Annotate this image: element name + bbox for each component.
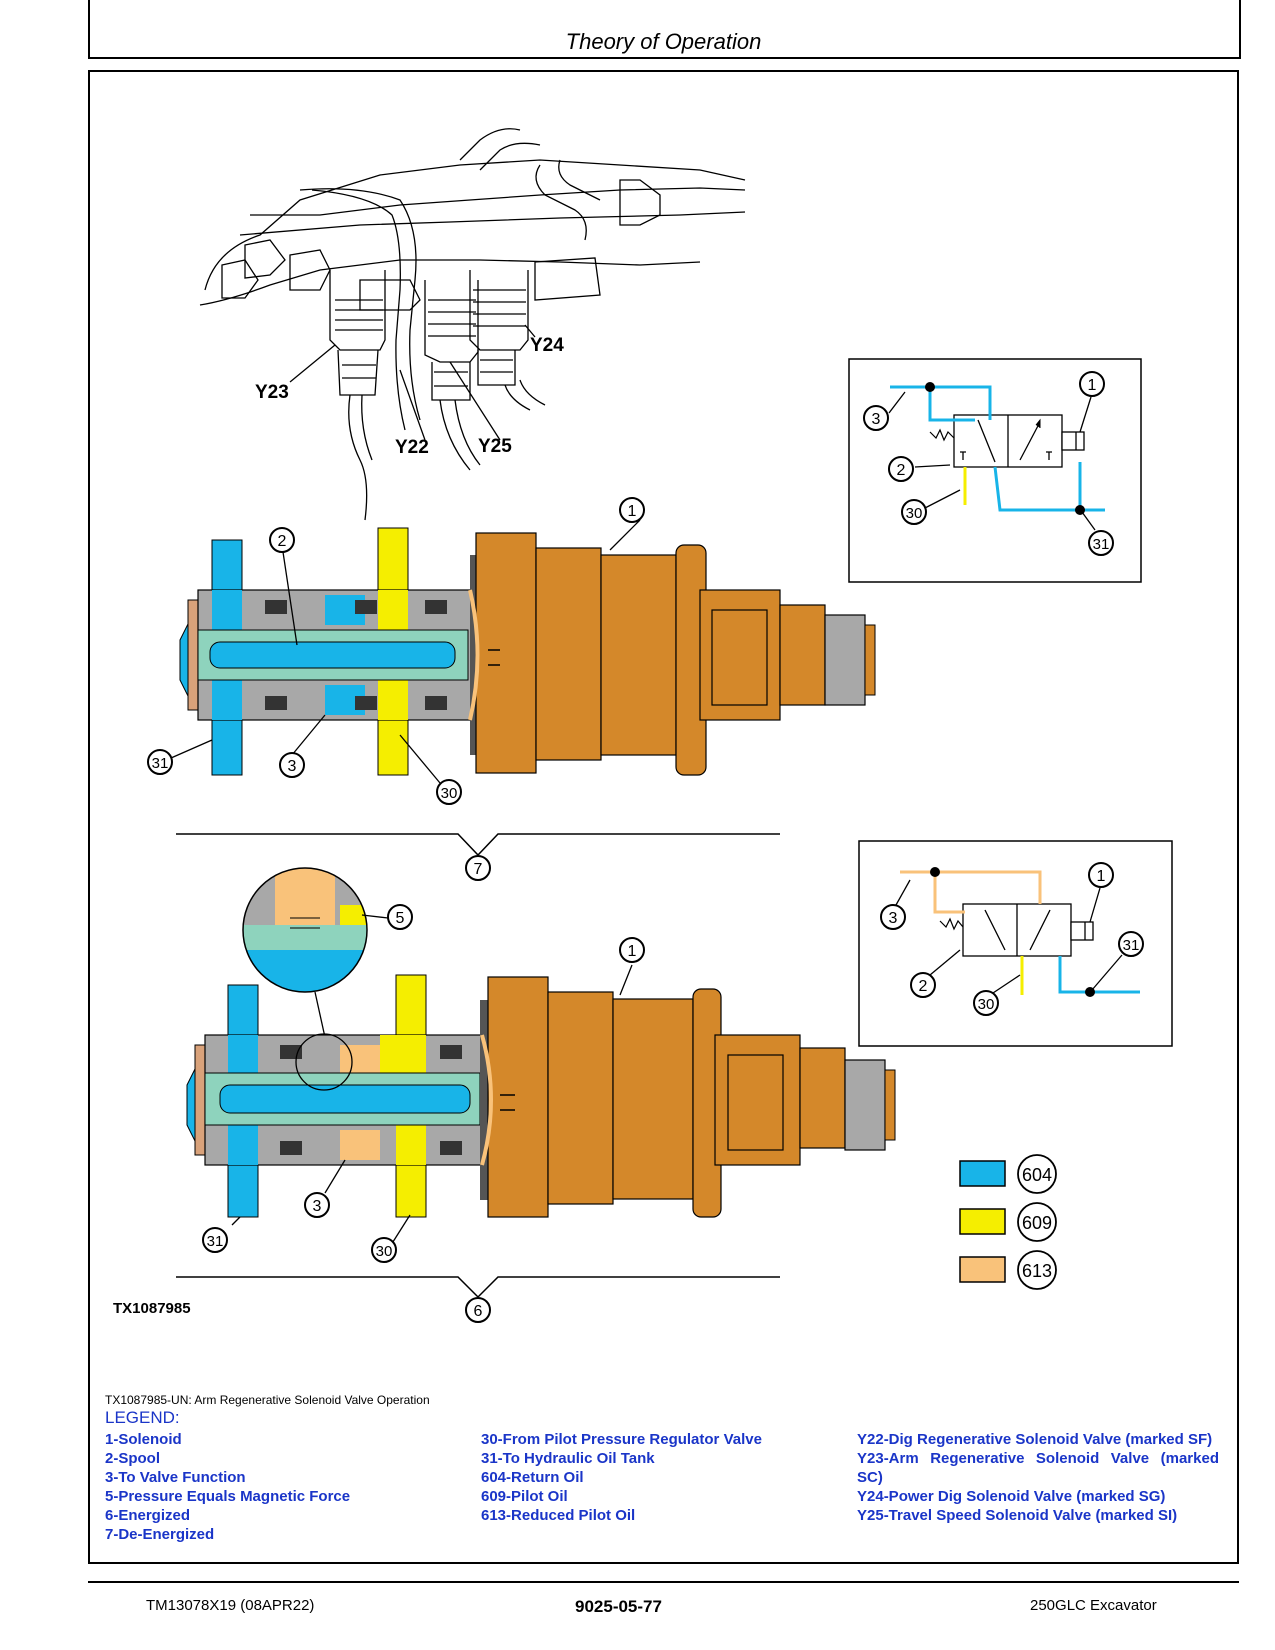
figure-caption: TX1087985-UN: Arm Regenerative Solenoid … [105,1393,430,1407]
header-frame [88,0,1241,59]
c2-callout-3: 3 [313,1198,322,1215]
s2-callout-30: 30 [978,996,995,1013]
legend-item: 2-Spool [105,1450,160,1467]
c1-callout-31: 31 [152,755,169,772]
s2-callout-3: 3 [889,910,898,927]
legend-item: 30-From Pilot Pressure Regulator Valve [481,1431,762,1448]
s2-callout-2: 2 [919,978,928,995]
legend-item: Y25-Travel Speed Solenoid Valve (marked … [857,1507,1178,1524]
legend-column-1: 1-Solenoid 2-Spool 3-To Valve Function 5… [105,1430,350,1544]
cutaway-energized [186,974,896,1218]
footer-rule [88,1581,1239,1583]
c1-callout-2: 2 [278,533,287,550]
footer-doc-id: TM13078X19 (08APR22) [146,1597,315,1614]
legend-item: Y22-Dig Regenerative Solenoid Valve (mar… [857,1431,1213,1448]
manifold-line-drawing [199,128,746,521]
legend-item: 604-Return Oil [481,1469,584,1486]
callout-5-detail: 5 [396,910,405,927]
legend-item: 609-Pilot Oil [481,1488,568,1505]
legend-item: 7-De-Energized [105,1526,215,1543]
cutaway-de-energized [179,527,876,776]
callout-6-energized: 6 [474,1303,483,1320]
s1-callout-3: 3 [872,411,881,428]
s1-callout-1: 1 [1088,377,1097,394]
legend-title: LEGEND: [105,1408,180,1427]
s1-callout-31: 31 [1093,536,1110,553]
legend-item: 31-To Hydraulic Oil Tank [481,1450,655,1467]
footer-model: 250GLC Excavator [1030,1597,1157,1614]
key-code-609: 609 [1022,1213,1052,1233]
legend-item: Y23-Arm Regenerative Solenoid Valve (mar… [857,1450,1219,1486]
c2-callout-31: 31 [207,1233,224,1250]
key-code-613: 613 [1022,1261,1052,1281]
s2-callout-1: 1 [1097,868,1106,885]
legend-item: 3-To Valve Function [105,1469,246,1486]
legend-item: Y24-Power Dig Solenoid Valve (marked SG) [857,1488,1166,1505]
legend-item: 6-Energized [105,1507,191,1524]
label-y25: Y25 [478,436,512,457]
legend-column-2: 30-From Pilot Pressure Regulator Valve 3… [481,1430,762,1525]
c2-callout-30: 30 [376,1243,393,1260]
c1-callout-3: 3 [288,758,297,775]
legend-column-3: Y22-Dig Regenerative Solenoid Valve (mar… [857,1430,1219,1525]
solenoid-valve-figure: Y23 Y22 Y25 Y24 1 3 2 30 31 [113,128,1173,1323]
color-key [959,1154,1057,1290]
figure-frame [88,70,1239,1564]
c2-callout-1: 1 [628,943,637,960]
legend-item: 1-Solenoid [105,1431,182,1448]
s1-callout-30: 30 [906,505,923,522]
footer-page-number: 9025-05-77 [575,1597,662,1616]
legend-item: 613-Reduced Pilot Oil [481,1507,636,1524]
label-y22: Y22 [395,437,429,458]
label-y24: Y24 [530,335,564,356]
legend-item: 5-Pressure Equals Magnetic Force [105,1488,351,1505]
detail-magnifier [242,867,389,1061]
c1-callout-30: 30 [441,785,458,802]
s2-callout-31: 31 [1123,937,1140,954]
figure-id: TX1087985 [113,1300,191,1317]
callout-7-de-energized: 7 [474,861,483,878]
label-y23: Y23 [255,382,289,403]
s1-callout-2: 2 [897,462,906,479]
key-code-604: 604 [1022,1165,1052,1185]
section-title: Theory of Operation [565,29,762,54]
c1-callout-1: 1 [628,503,637,520]
